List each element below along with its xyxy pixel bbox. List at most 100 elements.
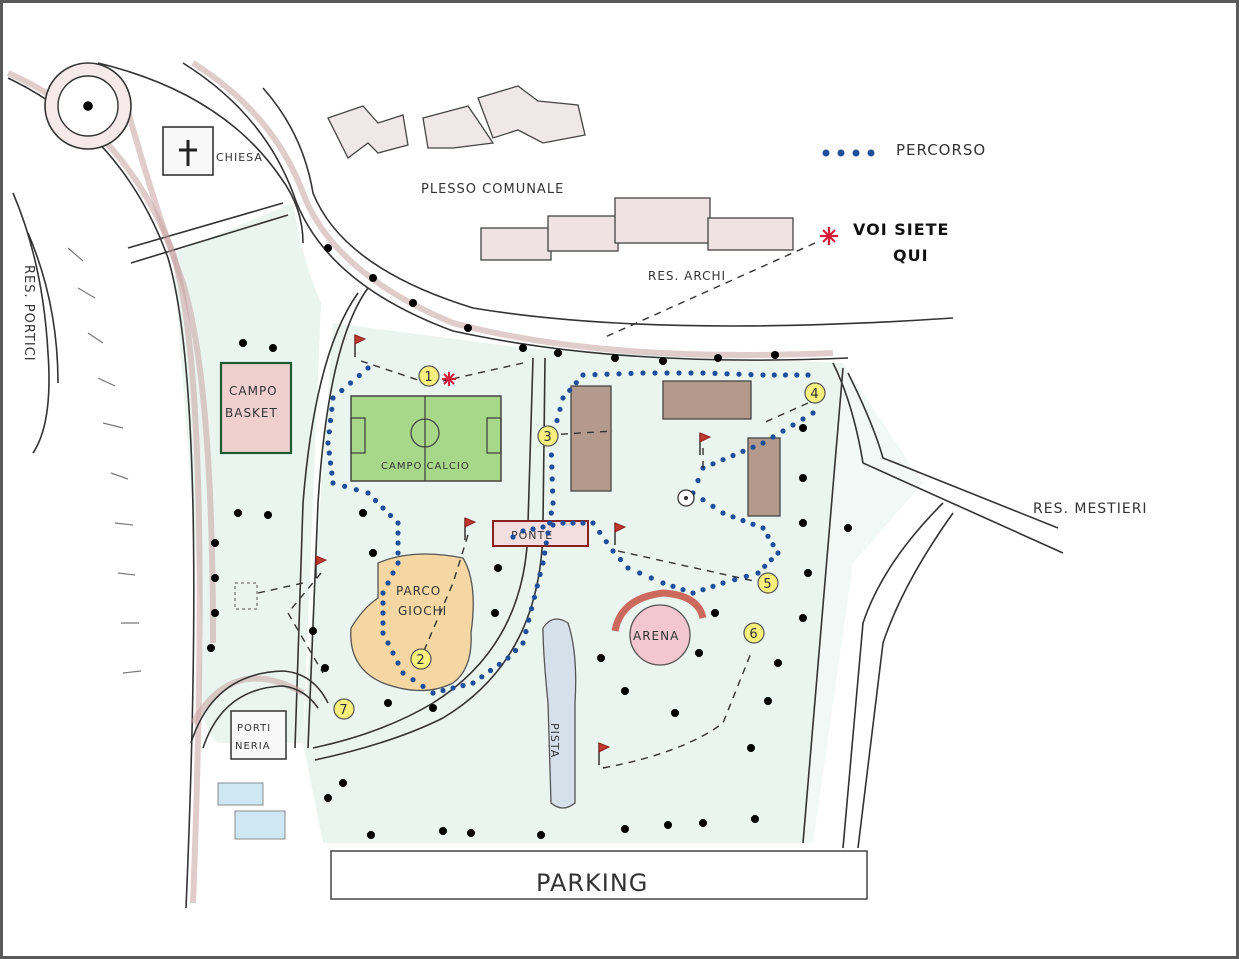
- parking-area: [330, 850, 868, 900]
- path-west-inner-2: [294, 292, 359, 749]
- trail-flag-3: [547, 430, 614, 436]
- route-dot-icon: [768, 557, 774, 563]
- route-dot-icon: [760, 525, 766, 531]
- route-dot-icon: [770, 542, 776, 548]
- route-dot-icon: [395, 540, 401, 546]
- route-dot-icon: [385, 580, 391, 586]
- route-dot-icon: [460, 682, 466, 689]
- route-dot-icon: [688, 370, 694, 376]
- path-central-b: [314, 357, 546, 761]
- route-dot-icon: [805, 372, 811, 378]
- route-dot-icon: [330, 395, 336, 401]
- route-dot-icon: [730, 452, 736, 459]
- route-dot-icon: [695, 477, 701, 484]
- route-dot-icon: [567, 387, 573, 393]
- label-giochi: GIOCHI: [398, 604, 447, 618]
- route-dot-icon: [327, 460, 334, 466]
- route-dot-icon: [540, 560, 546, 566]
- route-dot-icon: [616, 371, 622, 377]
- trail-flag-2: [422, 534, 469, 654]
- route-dot-icon: [395, 530, 401, 536]
- route-dot-icon: [479, 674, 485, 680]
- route-dot-icon: [625, 565, 631, 571]
- small-pool-1: [217, 782, 264, 806]
- arena-seating: [611, 589, 707, 632]
- route-dot-icon: [387, 512, 394, 519]
- route-dot-icon: [580, 520, 586, 526]
- route-dot-icon: [604, 371, 610, 377]
- route-dot-icon: [548, 510, 554, 516]
- portineria-arch: [190, 670, 329, 744]
- label-porti: PORTI: [237, 723, 271, 734]
- label-parco: PARCO: [396, 584, 441, 598]
- trail-flag-7: [287, 572, 324, 674]
- route-dot-icon: [750, 521, 756, 527]
- building-mestieri-2: [662, 380, 752, 420]
- portineria-building: [230, 710, 287, 760]
- route-dot-icon: [748, 372, 754, 378]
- route-dot-icon: [648, 575, 654, 581]
- route-dot-icon: [542, 550, 548, 556]
- route-dot-icon: [380, 630, 386, 636]
- label-campo: CAMPO: [229, 384, 278, 398]
- route-dot-icon: [740, 448, 746, 454]
- route-dot-icon: [732, 577, 738, 583]
- building-mestieri-3: [747, 437, 781, 517]
- route-dot-icon: [395, 660, 401, 666]
- route-dot-icon: [660, 580, 666, 586]
- route-dot-icon: [347, 380, 354, 386]
- route-dot-icon: [356, 372, 362, 379]
- route-dot-icon: [700, 587, 706, 593]
- route-dot-icon: [390, 650, 396, 656]
- running-track: [542, 618, 577, 809]
- route-dot-icon: [325, 440, 331, 446]
- route-dot-icon: [710, 503, 716, 509]
- route-dot-icon: [550, 488, 556, 494]
- route-dot-icon: [549, 464, 555, 470]
- route-dot-icon: [496, 661, 502, 667]
- label-neria: NERIA: [235, 741, 271, 752]
- station-marker: 1: [418, 365, 440, 387]
- route-dot-icon: [326, 429, 332, 435]
- path-central-a: [312, 357, 534, 749]
- route-dot-icon: [720, 510, 726, 516]
- route-dot-icon: [597, 529, 603, 535]
- route-dot-icon: [365, 490, 371, 496]
- route-dot-icon: [380, 620, 386, 626]
- station-marker: 3: [537, 425, 559, 447]
- route-dot-icon: [557, 406, 563, 412]
- path-east-2: [847, 372, 1059, 529]
- route-dot-icon: [530, 526, 536, 532]
- route-dot-icon: [637, 570, 643, 576]
- station-marker: 7: [333, 698, 355, 720]
- svg-text:1: 1: [424, 370, 433, 385]
- playground: [350, 553, 474, 692]
- route-dot-icon: [395, 520, 401, 526]
- route-dot-icon: [353, 487, 359, 493]
- station-marker: 6: [743, 622, 765, 644]
- res-portici-outline: [12, 192, 59, 454]
- route-dot-icon: [664, 370, 670, 376]
- route-dot-icon: [372, 497, 379, 504]
- res-archi-buildings: [480, 197, 794, 261]
- park-map: CHIESA PLESSO COMUNALE RES. ARCHI PERCOR…: [6, 60, 1147, 909]
- path-southeast: [842, 502, 944, 849]
- route-dot-icon: [782, 372, 789, 378]
- route-dot-icon: [760, 372, 766, 378]
- route-dot-icon: [395, 560, 401, 566]
- legend-route-dots: [822, 149, 875, 157]
- route-dot-icon: [580, 372, 586, 378]
- route-dot-icon: [529, 606, 535, 612]
- route-dot-icon: [680, 587, 686, 593]
- route-dot-icon: [560, 520, 566, 526]
- road-west-edge-outer: [7, 77, 195, 909]
- station-marker: 2: [410, 648, 432, 670]
- route-dot-icon: [760, 440, 766, 446]
- route-dot-icon: [724, 371, 730, 377]
- route-dot-icon: [640, 370, 646, 376]
- route-dot-icon: [342, 483, 348, 489]
- arena: [629, 604, 691, 666]
- route-dot-icon: [365, 365, 371, 371]
- path-east-boundary: [802, 367, 844, 844]
